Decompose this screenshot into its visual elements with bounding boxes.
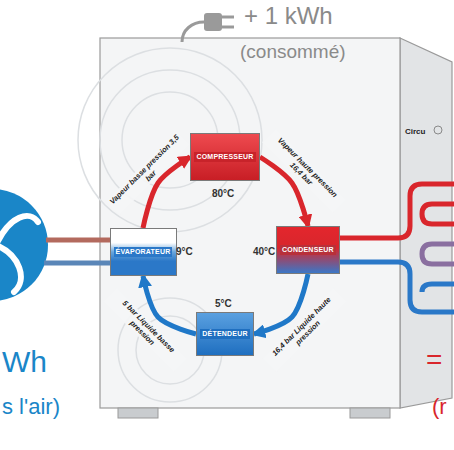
pipe [46,238,117,243]
temperature: 40°C [253,246,275,257]
fan-blades [0,216,38,292]
flow-label: Vapeur haute pression 16,4 bar [262,129,346,213]
energy-consumed: + 1 kWh [244,3,333,29]
fan-grille [78,48,262,402]
energy-air-note: s l'air) [2,395,60,419]
compressor-box: COMPRESSEUR [190,133,260,181]
housing-foot [350,408,390,418]
evaporator-box: ÉVAPORATEUR [110,228,177,276]
energy-air: Wh [2,345,47,378]
heating-pipe [422,244,454,264]
heating-pipe [336,262,454,312]
node-label: COMPRESSEUR [194,152,255,162]
flow-label: Vapeur basse pression 3,5 bar [106,131,190,215]
circuit-title: Circu [405,128,425,137]
flow-label: 5 bar Liquide basse pression [103,288,187,372]
housing-foot [118,408,158,418]
temperature: 9°C [176,246,193,257]
node-label: ÉVAPORATEUR [114,247,173,257]
pipe [44,261,117,266]
heating-pipe [422,204,454,224]
plug-icon [182,13,234,42]
energy-total: = [426,345,442,376]
energy-total-note: (r [432,395,447,419]
condenser-box: CONDENSEUR [276,226,340,274]
node-label: DÉTENDEUR [200,329,249,339]
temperature: 5°C [215,298,232,309]
node-label: CONDENSEUR [280,245,336,255]
flow-label: 16,4 bar Liquide haute pression [263,288,347,372]
energy-note: (consommé) [240,42,346,63]
air-fan-icon [0,189,48,301]
heating-pipe [422,284,454,292]
heating-pipe [336,184,454,238]
housing-screw [434,126,442,134]
expansion-valve-box: DÉTENDEUR [196,312,254,356]
temperature: 80°C [212,188,234,199]
